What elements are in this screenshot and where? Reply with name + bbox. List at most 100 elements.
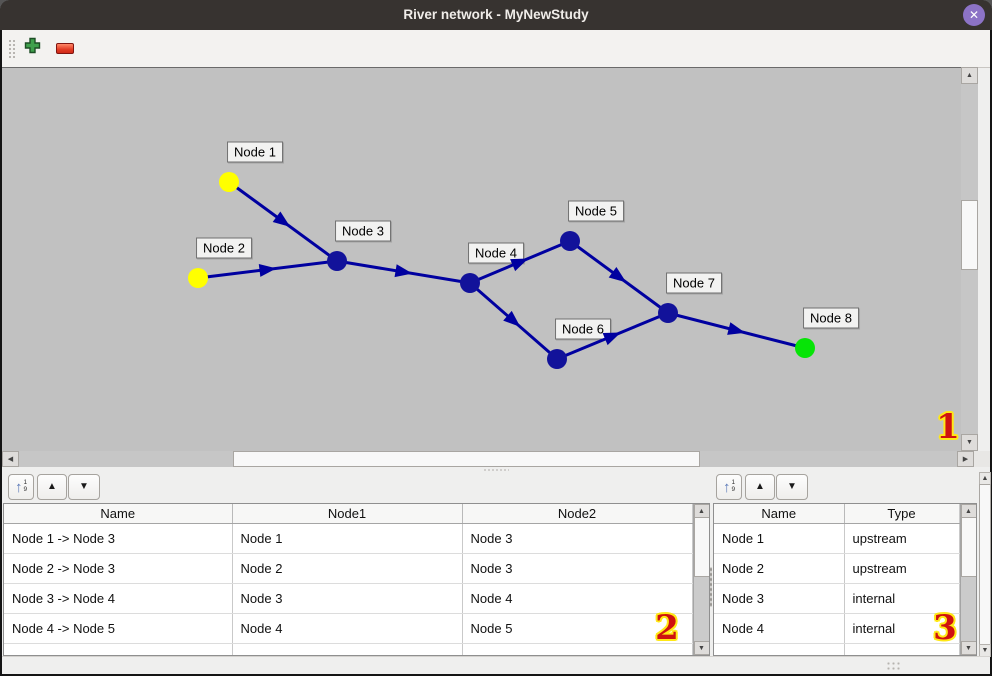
tables-splitter[interactable]: [708, 472, 713, 657]
river-reach[interactable]: [556, 311, 669, 361]
river-reach[interactable]: [569, 239, 669, 315]
table-cell[interactable]: internal: [844, 613, 960, 644]
table-cell[interactable]: Node 1 -> Node 3: [4, 523, 233, 554]
column-header[interactable]: Node2: [462, 504, 693, 524]
scroll-up-button[interactable]: ▲: [960, 504, 976, 518]
minus-icon: [56, 42, 74, 54]
table-cell[interactable]: Node 4: [462, 583, 693, 614]
river-reach[interactable]: [667, 311, 806, 350]
scroll-up-button[interactable]: ▲: [693, 504, 709, 518]
node-node-5[interactable]: [560, 231, 580, 251]
table-cell[interactable]: Node 3: [232, 583, 463, 614]
river-reach[interactable]: [197, 259, 338, 280]
node-node-7[interactable]: [658, 303, 678, 323]
canvas-horizontal-scrollbar[interactable]: ◀ ▶: [2, 451, 974, 467]
toolbar-drag-handle[interactable]: [8, 39, 16, 59]
node-label[interactable]: Node 8: [803, 307, 859, 329]
node-node-8[interactable]: [795, 338, 815, 358]
column-header[interactable]: Type: [844, 504, 960, 524]
flow-arrow-icon: [510, 258, 529, 272]
node-node-6[interactable]: [547, 349, 567, 369]
reaches-table-scrollbar[interactable]: ▲ ▼: [692, 504, 709, 655]
node-label[interactable]: Node 3: [335, 220, 391, 242]
horizontal-scroll-thumb[interactable]: [233, 451, 700, 467]
scroll-down-button[interactable]: ▼: [693, 641, 709, 655]
table-cell[interactable]: Node 3 -> Node 4: [4, 583, 233, 614]
table-cell[interactable]: Node 2: [232, 553, 463, 584]
table-cell[interactable]: Node 1: [232, 523, 463, 554]
reaches-move-up-button[interactable]: ▲: [37, 474, 67, 500]
node-node-3[interactable]: [327, 251, 347, 271]
column-header[interactable]: Name: [4, 504, 233, 524]
table-cell[interactable]: Node 5: [462, 613, 693, 644]
bottom-panel-scrollbar[interactable]: ▲ ▼: [979, 472, 991, 657]
node-node-1[interactable]: [219, 172, 239, 192]
table-cell[interactable]: Node 4 -> Node 5: [4, 613, 233, 644]
node-label[interactable]: Node 1: [227, 141, 283, 163]
add-node-button[interactable]: [21, 37, 43, 59]
table-cell[interactable]: Node 4: [714, 613, 845, 644]
canvas-vertical-scrollbar[interactable]: ▲ ▼: [961, 67, 978, 451]
table-cell[interactable]: Node 4: [232, 613, 463, 644]
status-bar: [2, 656, 990, 674]
canvas-tables-splitter[interactable]: [2, 467, 990, 472]
node-node-4[interactable]: [460, 273, 480, 293]
table-cell[interactable]: Node 2 -> Node 3: [4, 553, 233, 584]
close-button[interactable]: ✕: [963, 4, 985, 26]
nodes-move-down-button[interactable]: ▼: [776, 474, 808, 500]
node-node-2[interactable]: [188, 268, 208, 288]
vertical-scroll-thumb[interactable]: [961, 200, 978, 270]
scroll-thumb[interactable]: [960, 517, 976, 577]
resize-grip[interactable]: [886, 661, 902, 671]
table-cell[interactable]: Node 2: [714, 553, 845, 584]
river-reach[interactable]: [228, 180, 338, 263]
river-reach[interactable]: [469, 239, 571, 285]
river-reach[interactable]: [469, 281, 558, 361]
table-cell[interactable]: upstream: [844, 523, 960, 554]
scroll-down-button[interactable]: ▼: [960, 641, 976, 655]
node-label[interactable]: Node 2: [196, 237, 252, 259]
arrow-down-icon: ▼: [981, 647, 989, 654]
nodes-table-scrollbar[interactable]: ▲ ▼: [959, 504, 976, 655]
reaches-move-down-button[interactable]: ▼: [68, 474, 100, 500]
main-toolbar: [2, 30, 990, 68]
river-network-canvas[interactable]: Node 1 Node 2 Node 3 Node 4 Node 5 Node 6 Node…: [2, 67, 961, 452]
table-cell[interactable]: internal: [844, 583, 960, 614]
scroll-up-button[interactable]: ▲: [979, 472, 991, 485]
scroll-right-button[interactable]: ▶: [957, 451, 974, 467]
scroll-thumb[interactable]: [693, 517, 709, 577]
table-cell[interactable]: Node 3: [462, 523, 693, 554]
node-label[interactable]: Node 7: [666, 272, 722, 294]
scroll-down-button[interactable]: ▼: [961, 434, 978, 451]
scroll-up-button[interactable]: ▲: [961, 67, 978, 84]
scroll-thumb[interactable]: [979, 484, 991, 646]
column-header[interactable]: Name: [714, 504, 845, 524]
node-label[interactable]: Node 4: [468, 242, 524, 264]
table-cell[interactable]: upstream: [844, 553, 960, 584]
table-cell[interactable]: Node 1: [714, 523, 845, 554]
node-label[interactable]: Node 6: [555, 318, 611, 340]
column-header[interactable]: Node1: [232, 504, 463, 524]
nodes-move-up-button[interactable]: ▲: [745, 474, 775, 500]
region-annotation-3: 3: [933, 608, 957, 648]
splitter-grip: [710, 567, 712, 607]
node-label[interactable]: Node 5: [568, 200, 624, 222]
remove-node-button[interactable]: [54, 37, 76, 59]
table-cell[interactable]: Node 3: [714, 583, 845, 614]
scroll-left-button[interactable]: ◀: [2, 451, 19, 467]
river-reach[interactable]: [336, 259, 471, 285]
table-cell[interactable]: Node 3: [462, 553, 693, 584]
